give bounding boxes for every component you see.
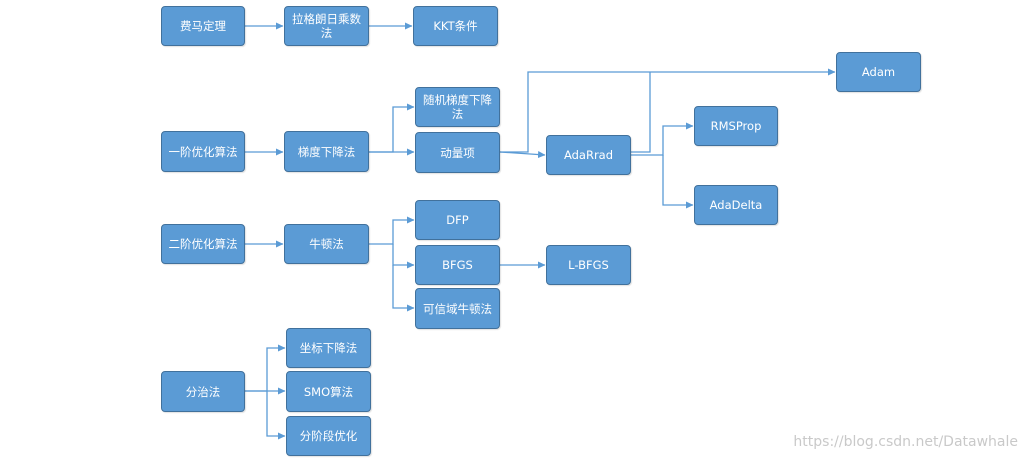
node-lbfgs: L-BFGS bbox=[546, 245, 631, 285]
edge-newton-bfgs bbox=[392, 244, 415, 269]
edge-divide-coordinate bbox=[245, 344, 286, 392]
watermark-text: https://blog.csdn.net/Datawhale bbox=[793, 434, 1018, 450]
edge-adagrad-adam bbox=[631, 72, 651, 153]
node-gradient-descent: 梯度下降法 bbox=[284, 131, 369, 172]
node-first-order: 一阶优化算法 bbox=[161, 131, 245, 172]
node-stagewise: 分阶段优化 bbox=[286, 416, 371, 456]
edge-adagrad-adadelta bbox=[662, 155, 694, 209]
node-rmsprop: RMSProp bbox=[694, 106, 778, 146]
edge-newton-trust bbox=[392, 265, 415, 312]
node-kkt: KKT条件 bbox=[413, 6, 498, 46]
edge-divide-stagewise bbox=[266, 391, 286, 440]
node-trust-region: 可信域牛顿法 bbox=[415, 288, 500, 329]
node-bfgs: BFGS bbox=[415, 245, 500, 285]
node-adagrad: AdaRrad bbox=[546, 135, 631, 175]
edge-momentum-adam bbox=[500, 68, 836, 153]
node-adam: Adam bbox=[836, 52, 921, 92]
node-divide-conquer: 分治法 bbox=[161, 371, 245, 412]
node-adadelta: AdaDelta bbox=[694, 185, 778, 225]
node-coordinate-descent: 坐标下降法 bbox=[286, 328, 371, 368]
node-newton: 牛顿法 bbox=[284, 224, 369, 264]
node-second-order: 二阶优化算法 bbox=[161, 224, 245, 264]
node-dfp: DFP bbox=[415, 200, 500, 240]
node-lagrange: 拉格朗日乘数法 bbox=[284, 6, 369, 46]
node-momentum: 动量项 bbox=[415, 132, 500, 173]
node-sgd: 随机梯度下降法 bbox=[415, 87, 500, 127]
node-feima: 费马定理 bbox=[161, 6, 245, 46]
edge-gd-sgd bbox=[369, 103, 415, 153]
node-smo: SMO算法 bbox=[286, 371, 371, 412]
edge-newton-dfp bbox=[369, 216, 415, 245]
edge-adagrad-rmsprop bbox=[631, 122, 694, 156]
